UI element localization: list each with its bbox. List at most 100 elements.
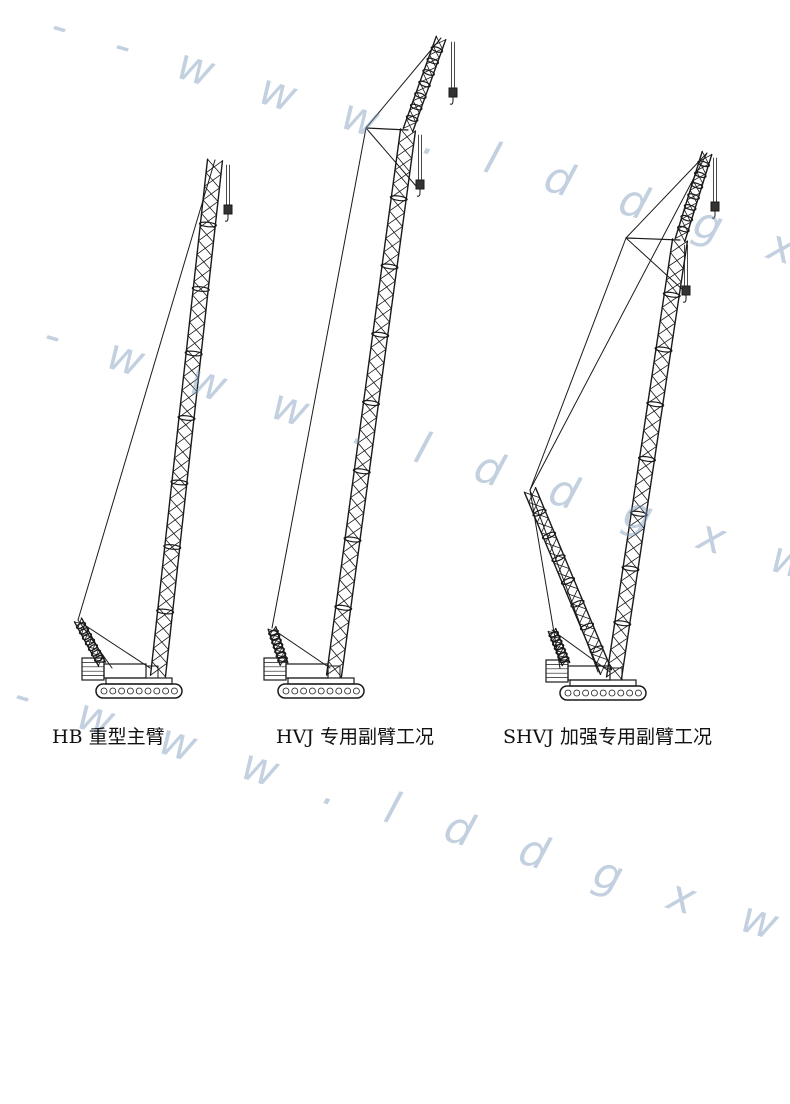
lattice-brace (181, 377, 199, 391)
lattice-brace (339, 567, 357, 580)
lattice-brace (189, 309, 207, 323)
crane-shvj-superlift-stay (529, 152, 708, 491)
track-roller (100, 687, 108, 695)
crane-hvj-jib-stay (365, 37, 442, 129)
boom-joint (430, 46, 444, 53)
hook-block (710, 201, 720, 212)
boom-joint (654, 346, 673, 353)
track-roller (300, 687, 308, 695)
lattice-brace (359, 417, 377, 430)
crane-diagram (73, 35, 720, 701)
crane-shvj-superlift-mast (523, 486, 613, 676)
crawler-track (277, 683, 365, 699)
crane-hb-backstay (79, 621, 151, 669)
lattice-brace (192, 282, 210, 296)
car-body (105, 677, 173, 685)
lattice-brace (163, 540, 181, 554)
crane-shvj-main-hook (681, 244, 691, 303)
lattice-brace (168, 499, 186, 513)
track-roller (352, 687, 360, 695)
boom-joint (570, 599, 585, 608)
track-roller (635, 689, 642, 697)
boom-joint (629, 510, 648, 517)
lattice-brace (624, 541, 643, 555)
crane-shvj-superlift-backstay (529, 489, 599, 673)
track-roller (126, 687, 134, 695)
track-roller (573, 689, 581, 697)
boom-joint (690, 182, 704, 189)
lattice-brace (357, 430, 376, 444)
lattice-brace (651, 363, 670, 377)
hook-block (681, 285, 691, 296)
lattice-brace (355, 444, 374, 457)
boom-joint (579, 622, 595, 631)
boom-joint (389, 195, 408, 202)
lattice-brace (157, 594, 175, 608)
boom-joint (191, 286, 210, 292)
caption-shvj: SHVJ 加强专用副臂工况 (503, 726, 712, 748)
caption-hb: HB 重型主臂 (52, 726, 165, 748)
lattice-brace (365, 376, 383, 389)
crane-shvj-jib-strut (625, 237, 681, 241)
crane-hvj-main-hook (415, 134, 425, 197)
lattice-brace (193, 269, 211, 282)
track-roller (291, 687, 299, 695)
hook (682, 295, 687, 303)
lattice-brace (350, 485, 368, 498)
lattice-brace (396, 144, 414, 157)
boom-joint (560, 577, 576, 585)
boom-joint (87, 643, 99, 652)
lattice-brace (698, 154, 713, 162)
lattice-brace (383, 239, 402, 253)
crane-hb-hook (223, 164, 233, 222)
lattice-brace (172, 459, 190, 472)
lattice-brace (368, 349, 387, 362)
crane-hvj-jib-strut (365, 127, 409, 131)
lattice-brace (166, 513, 184, 527)
lattice-brace (204, 174, 222, 187)
track-roller (582, 689, 589, 697)
lattice-brace (626, 528, 645, 541)
crane-shvj-superlift-stay (529, 237, 627, 491)
lattice-brace (160, 567, 178, 581)
lattice-brace (199, 214, 217, 228)
boom-joint (268, 629, 279, 636)
boom-chord (684, 153, 713, 243)
counterweight (545, 659, 569, 683)
lattice-brace (156, 608, 174, 622)
crawler-track (95, 683, 183, 699)
track-roller (118, 687, 125, 695)
lattice-brace (549, 537, 558, 554)
lattice-brace (635, 473, 653, 486)
car-body (569, 679, 637, 687)
boom-joint (198, 221, 217, 228)
track-roller (162, 687, 170, 695)
crane-hb-backstay (77, 619, 113, 669)
lattice-brace (153, 635, 171, 649)
track-roller (153, 687, 161, 695)
lattice-brace (328, 649, 346, 662)
boom-joint (532, 508, 547, 517)
car-body (287, 677, 355, 685)
crane-hvj-base (263, 657, 365, 699)
lattice-brace (165, 527, 183, 540)
lattice-brace (670, 240, 688, 253)
boom-joint (621, 565, 640, 572)
crane-hvj-jib-backstay (365, 127, 417, 187)
lattice-brace (374, 308, 392, 321)
lattice-brace (394, 157, 413, 171)
lattice-brace (578, 608, 587, 625)
lattice-brace (387, 212, 405, 225)
boom-joint (637, 455, 657, 463)
crane-hb-heavy-main-boom (73, 158, 233, 699)
lattice-brace (162, 554, 180, 567)
boom-joint (361, 399, 381, 407)
lattice-brace (545, 527, 553, 544)
crane-hvj-main-boom (325, 128, 417, 678)
lattice-brace (409, 103, 424, 111)
track-roller (170, 687, 178, 695)
boom-chord (674, 150, 703, 240)
lattice-brace (346, 512, 365, 526)
lattice-brace (657, 322, 676, 336)
lattice-brace (610, 637, 629, 650)
